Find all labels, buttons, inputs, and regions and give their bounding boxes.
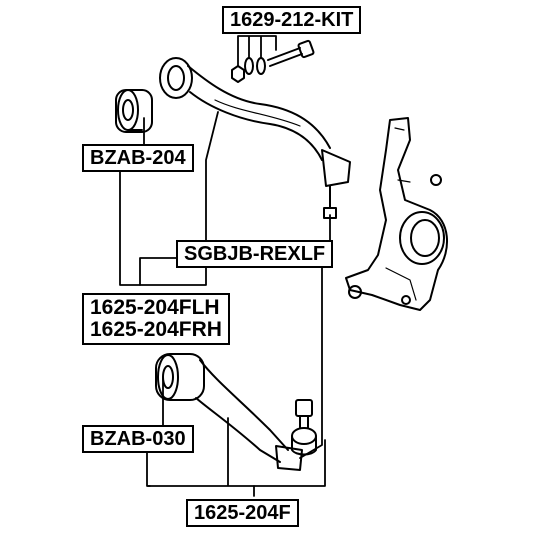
label-arm-assembly: 1625-204F [186,499,299,527]
bushing-upper-icon [115,89,153,133]
steering-knuckle-icon [345,117,449,311]
label-arm-left: 1625-204FLH [90,296,220,319]
label-bushing-lower: BZAB-030 [82,425,194,453]
label-ball-joint: SGBJB-REXLF [176,240,334,268]
ball-joint-icon [291,399,317,456]
label-bushing-upper: BZAB-204 [82,144,194,172]
label-control-arm: 1625-204FLH 1625-204FRH [82,293,230,345]
kit-hardware-icon [231,39,315,83]
upper-control-arm-icon [159,57,351,219]
label-kit: 1629-212-KIT [222,6,362,34]
label-arm-right: 1625-204FRH [90,318,222,341]
lower-control-arm-icon [155,353,303,471]
